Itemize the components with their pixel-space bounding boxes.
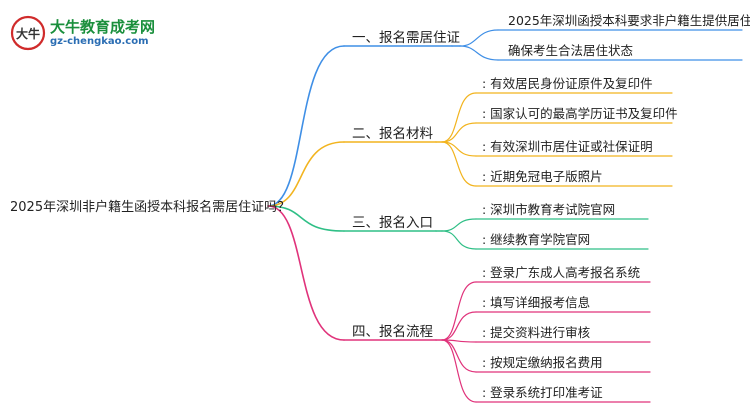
leaf-submit-review: : 提交资料进行审核 (482, 325, 591, 340)
leaf-connector (441, 339, 477, 403)
leaf-connector (441, 311, 477, 341)
logo: 大牛 大牛教育成考网 gz-chengkao.com (10, 14, 180, 54)
leaf-print-ticket: : 登录系统打印准考证 (482, 385, 603, 400)
leaf-connector (441, 230, 477, 250)
leaf-college-site: : 继续教育学院官网 (482, 232, 591, 247)
branch-connector (267, 205, 345, 232)
branch-process: 四、报名流程 (352, 324, 433, 340)
branch-residence-permit: 一、报名需居住证 (352, 30, 460, 46)
svg-text:大牛: 大牛 (16, 26, 40, 41)
leaf-connector (441, 92, 477, 143)
logo-title: 大牛教育成考网 (50, 18, 156, 36)
leaf-connector (459, 29, 499, 47)
logo-url: gz-chengkao.com (50, 36, 149, 47)
leaf-photo: : 近期免冠电子版照片 (482, 169, 603, 184)
branch-materials: 二、报名材料 (352, 126, 433, 142)
leaf-residence-or-insurance: : 有效深圳市居住证或社保证明 (482, 139, 653, 154)
branch-connector (267, 45, 345, 207)
leaf-legal-residence: 确保考生合法居住状态 (508, 43, 634, 58)
leaf-exam-authority-site: : 深圳市教育考试院官网 (482, 202, 616, 217)
leaf-connector (441, 141, 477, 187)
leaf-diploma: : 国家认可的最高学历证书及复印件 (482, 106, 678, 121)
branch-connector (267, 205, 345, 341)
leaf-login-system: : 登录广东成人高考报名系统 (482, 265, 641, 280)
leaf-connector (441, 281, 477, 341)
leaf-connector (441, 122, 477, 143)
branch-connector (267, 141, 345, 207)
leaf-id-card: : 有效居民身份证原件及复印件 (482, 76, 653, 91)
leaf-fill-info: : 填写详细报考信息 (482, 295, 591, 310)
leaf-connector (459, 45, 499, 61)
leaf-residence-requirement: 2025年深圳函授本科要求非户籍生提供居住证 (508, 13, 750, 28)
logo-mark-icon: 大牛 (10, 15, 46, 51)
root-question: 2025年深圳非户籍生函授本科报名需居住证吗？ (10, 200, 291, 215)
branch-entry: 三、报名入口 (352, 215, 433, 231)
leaf-pay-fee: : 按规定缴纳报名费用 (482, 355, 603, 370)
leaf-connector (441, 218, 477, 232)
leaf-connector (441, 339, 477, 373)
